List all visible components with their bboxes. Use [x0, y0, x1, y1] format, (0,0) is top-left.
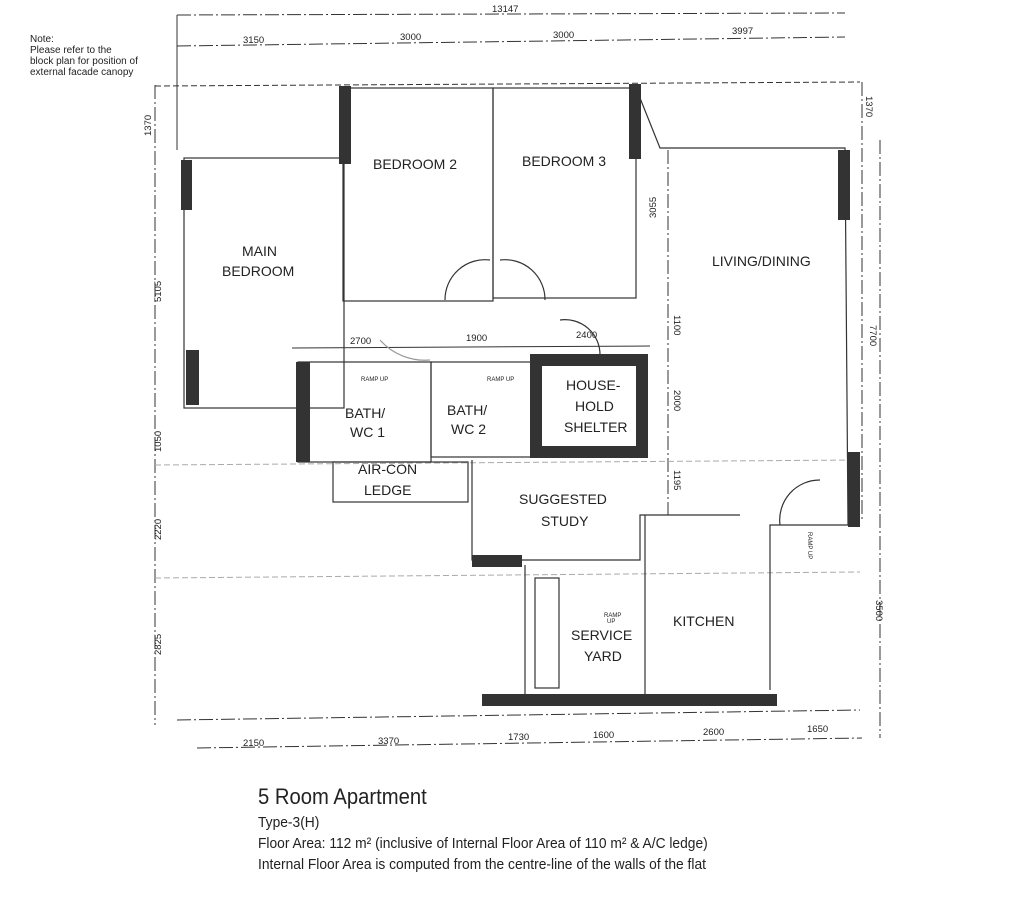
dimension-label: 1900	[466, 333, 487, 344]
dimension-label: 1195	[671, 470, 682, 490]
dimension-lines	[154, 12, 881, 749]
dimension-label: 2150	[243, 738, 264, 749]
room-label-bedroom-3: BEDROOM 3	[522, 153, 606, 169]
apartment-title: 5 Room Apartment	[258, 784, 427, 809]
dimension-label: 3055	[648, 197, 659, 218]
room-label-main-bedroom: MAIN	[242, 243, 277, 259]
room-label-shelter: HOLD	[575, 398, 614, 414]
solid-walls	[181, 84, 860, 706]
apartment-type: Type-3(H)	[258, 814, 320, 831]
room-label-service-yard: YARD	[584, 648, 622, 664]
dimension-label: 1730	[508, 732, 529, 743]
dimension-label: 1600	[593, 730, 614, 741]
dimension-label: 3500	[873, 600, 884, 621]
room-label-bath-1: WC 1	[350, 424, 385, 440]
room-label-bath-2: WC 2	[451, 421, 486, 437]
note-title: Note:	[30, 34, 54, 45]
dimension-label: 3150	[243, 35, 264, 46]
plan-caption: 5 Room Apartment Type-3(H) Floor Area: 1…	[258, 784, 747, 873]
dimension-label: 2600	[703, 727, 724, 738]
dimension-label: 1370	[863, 96, 874, 117]
room-label-aircon-ledge: AIR-CON	[358, 461, 417, 477]
room-label-bath-2: BATH/	[447, 402, 487, 418]
dimension-label: 5105	[153, 281, 164, 302]
ramp-label: RAMP UP	[806, 532, 812, 559]
dimension-label: 3997	[732, 26, 753, 37]
room-label-bath-1: BATH/	[345, 405, 385, 421]
room-label-shelter: SHELTER	[564, 419, 628, 435]
room-label-kitchen: KITCHEN	[673, 613, 734, 629]
dimension-label: 1100	[671, 315, 682, 335]
note-line: block plan for position of	[30, 56, 138, 67]
dimension-label: 7700	[867, 325, 878, 346]
floor-plan: BEDROOM 2 BEDROOM 3 MAIN BEDROOM LIVING/…	[143, 4, 884, 749]
dimension-label: 2400	[576, 330, 597, 341]
dimension-label: 2220	[153, 519, 164, 540]
room-label-shelter: HOUSE-	[566, 377, 621, 393]
plan-note: Note: Please refer to the block plan for…	[30, 34, 138, 78]
dimension-label: 2700	[350, 336, 371, 347]
floor-area-note: Internal Floor Area is computed from the…	[258, 856, 706, 873]
dimension-label: 3000	[553, 30, 574, 41]
room-label-aircon-ledge: LEDGE	[364, 482, 411, 498]
room-label-study: SUGGESTED	[519, 491, 607, 507]
dimension-label: 1370	[143, 115, 154, 136]
dimension-label: 1650	[807, 724, 828, 735]
dimension-label: 2825	[153, 634, 164, 655]
dimension-label: 3370	[378, 736, 399, 747]
room-label-living-dining: LIVING/DINING	[712, 253, 811, 269]
room-label-bedroom-2: BEDROOM 2	[373, 156, 457, 172]
household-shelter-walls	[530, 354, 648, 458]
ramp-label: RAMP UP	[361, 377, 388, 383]
note-line: Please refer to the	[30, 45, 112, 56]
ramp-label: UP	[607, 619, 615, 625]
dimension-label: 2000	[671, 390, 682, 411]
ramp-label: RAMP UP	[487, 377, 514, 383]
dimension-label: 1050	[153, 431, 164, 452]
ramp-label: RAMP	[604, 613, 621, 619]
dimension-label: 3000	[400, 32, 421, 43]
room-label-study: STUDY	[541, 513, 589, 529]
note-line: external facade canopy	[30, 67, 134, 78]
floor-area: Floor Area: 112 m² (inclusive of Interna…	[258, 835, 708, 852]
room-label-service-yard: SERVICE	[571, 627, 632, 643]
walls	[183, 87, 849, 701]
room-label-main-bedroom: BEDROOM	[222, 263, 294, 279]
dimension-label: 13147	[492, 4, 518, 15]
